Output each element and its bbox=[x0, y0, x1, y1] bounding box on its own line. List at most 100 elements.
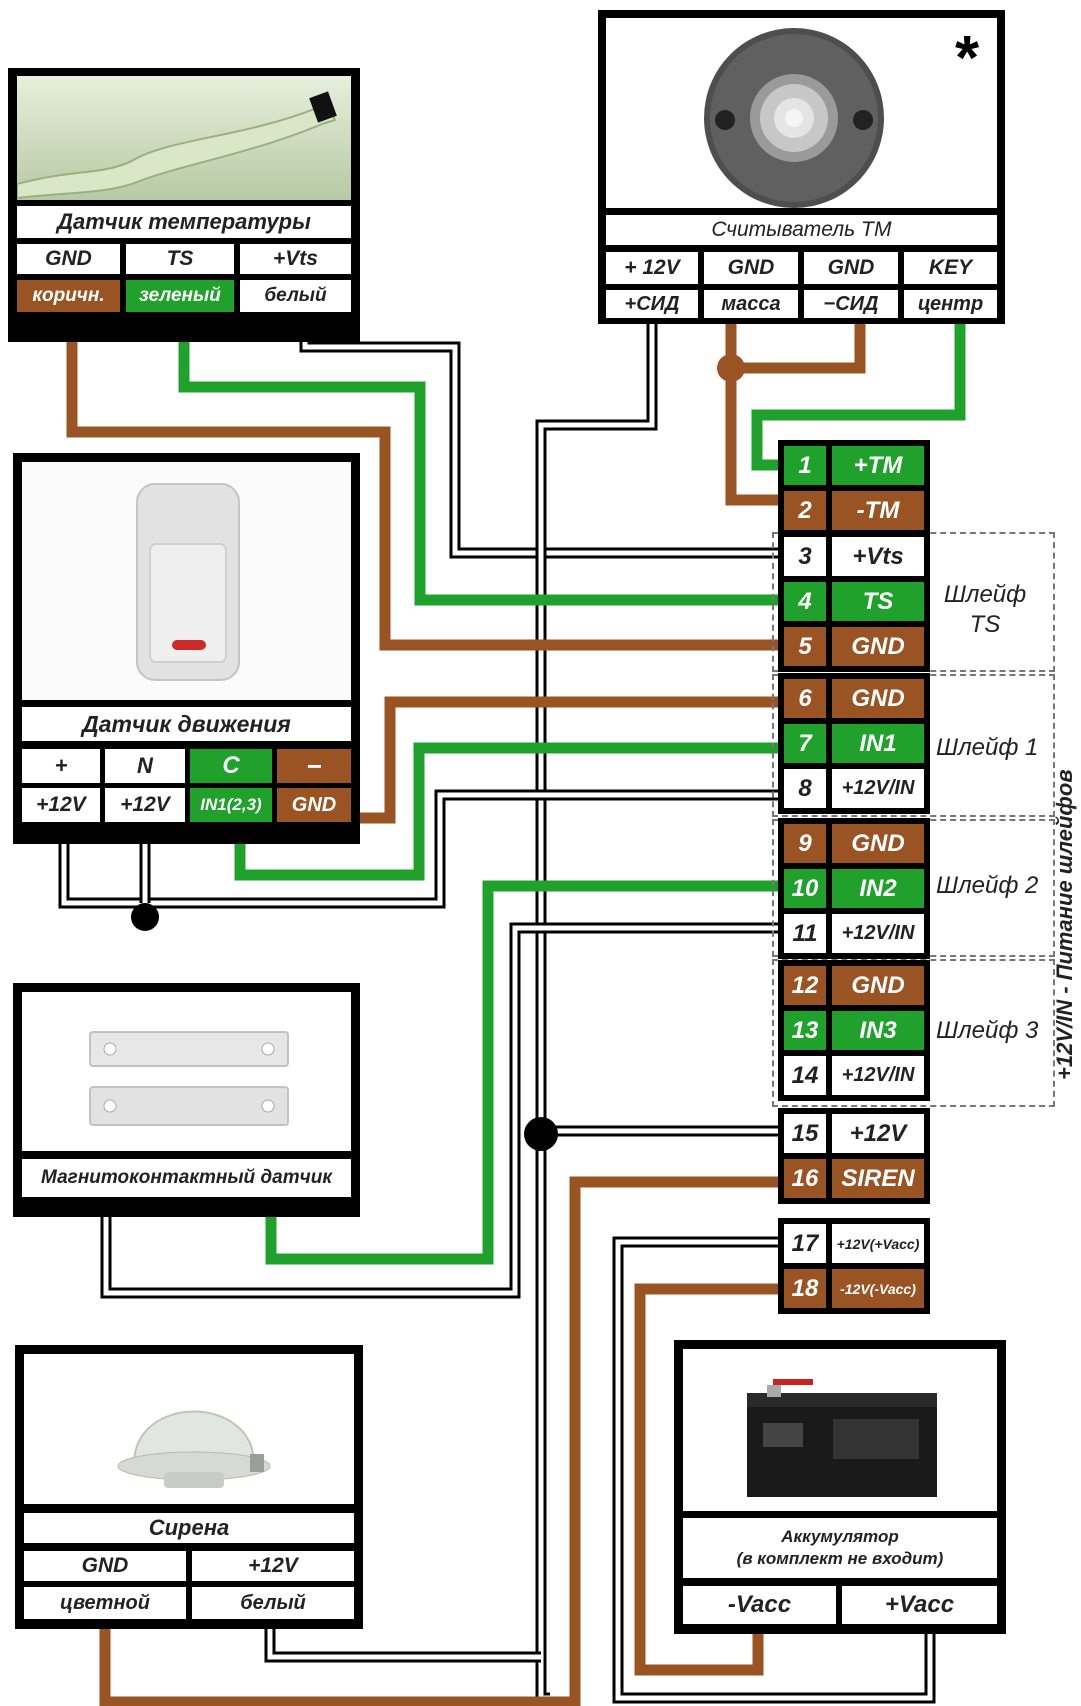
siren: Сирена GND +12V цветной белый bbox=[15, 1345, 363, 1629]
terminal-group: 17+12V(+Vacc)18-12V(-Vacc) bbox=[778, 1218, 930, 1314]
terminal-number: 13 bbox=[784, 1011, 826, 1050]
terminal-number: 12 bbox=[784, 966, 826, 1005]
battery-icon bbox=[747, 1379, 937, 1497]
terminal-label: +12V bbox=[832, 1114, 924, 1153]
reader-wire-led-minus: −СИД bbox=[804, 290, 898, 318]
reed-switch-icon bbox=[89, 1031, 289, 1126]
motion-pin-c: C bbox=[190, 749, 272, 783]
motion-pin-plus: + bbox=[22, 749, 100, 783]
motion-wire-12v-a: +12V bbox=[22, 788, 100, 822]
white-wires bbox=[58, 318, 936, 1704]
loop-power-label: +12V/IN - Питание шлейфов bbox=[1052, 769, 1077, 1080]
reader-pin-gnd-1: GND bbox=[704, 252, 798, 284]
terminal-label: TS bbox=[832, 582, 924, 621]
magnetic-sensor-title: Магнитоконтактный датчик bbox=[22, 1159, 351, 1197]
siren-pin-gnd: GND bbox=[24, 1551, 186, 1581]
group-ts-label-line1: Шлейф bbox=[943, 581, 1027, 608]
siren-wire-white: белый bbox=[192, 1587, 354, 1619]
tm-reader-title: Считыватель ТМ bbox=[606, 215, 997, 245]
green-wires bbox=[178, 322, 966, 1265]
terminal-number: 17 bbox=[784, 1224, 826, 1263]
motion-wire-in: IN1(2,3) bbox=[190, 788, 272, 822]
temp-wire-brown: коричн. bbox=[17, 280, 120, 312]
terminal-label: -TM bbox=[832, 491, 924, 530]
terminal-label: +12V(+Vacc) bbox=[832, 1224, 924, 1263]
motion-pin-n: N bbox=[105, 749, 185, 783]
battery-pin-plus: +Vacc bbox=[842, 1586, 997, 1624]
terminal-label: GND bbox=[832, 824, 924, 863]
brown-wires bbox=[66, 318, 866, 1706]
tm-reader: * Считыватель ТМ + 12V GND GND KEY +СИД … bbox=[598, 10, 1005, 324]
terminal-label: +Vts bbox=[832, 537, 924, 576]
group-ts-label: Шлейф TS bbox=[935, 580, 1035, 640]
terminal-label: IN2 bbox=[832, 869, 924, 908]
reader-wire-center: центр bbox=[904, 290, 997, 318]
terminal-number: 16 bbox=[784, 1159, 826, 1198]
group-loop-2-label: Шлейф 2 bbox=[936, 872, 1039, 899]
motion-sensor: Датчик движения + N C − +12V +12V IN1(2,… bbox=[13, 453, 360, 844]
terminal-label: +TM bbox=[832, 446, 924, 485]
temp-pin-vts: +Vts bbox=[240, 244, 351, 274]
temp-wire-green: зеленый bbox=[126, 280, 234, 312]
temp-wire-white: белый bbox=[240, 280, 351, 312]
asterisk-note: * bbox=[955, 24, 980, 93]
terminal-number: 3 bbox=[784, 537, 826, 576]
terminal-label: GND bbox=[832, 679, 924, 718]
reader-wire-mass: масса bbox=[704, 290, 798, 318]
terminal-label: GND bbox=[832, 966, 924, 1005]
temp-pin-ts: TS bbox=[126, 244, 234, 274]
terminal-number: 4 bbox=[784, 582, 826, 621]
battery: Аккумулятор (в комплект не входит) -Vacc… bbox=[674, 1340, 1006, 1634]
temperature-sensor: Датчик температуры GND TS +Vts коричн. з… bbox=[8, 68, 360, 342]
magnetic-contact-sensor: Магнитоконтактный датчик bbox=[13, 983, 360, 1217]
group-ts-label-line2: TS bbox=[969, 611, 1001, 638]
siren-pin-12v: +12V bbox=[192, 1551, 354, 1581]
terminal-number: 1 bbox=[784, 446, 826, 485]
battery-image bbox=[683, 1349, 997, 1511]
tm-reader-image bbox=[606, 18, 997, 208]
reader-pin-gnd-2: GND bbox=[804, 252, 898, 284]
terminal-label: -12V(-Vacc) bbox=[832, 1269, 924, 1308]
group-loop-1-label: Шлейф 1 bbox=[936, 734, 1039, 761]
terminal-number: 10 bbox=[784, 869, 826, 908]
temperature-probe-icon bbox=[17, 76, 351, 200]
battery-title: Аккумулятор (в комплект не входит) bbox=[683, 1518, 997, 1578]
temperature-sensor-title: Датчик температуры bbox=[17, 206, 351, 238]
terminal-number: 6 bbox=[784, 679, 826, 718]
terminal-number: 2 bbox=[784, 491, 826, 530]
battery-title-line1: Аккумулятор bbox=[781, 1526, 899, 1546]
terminal-label: +12V/IN bbox=[832, 914, 924, 953]
pir-sensor-icon bbox=[22, 462, 351, 700]
motion-wire-gnd: GND bbox=[277, 788, 351, 822]
group-loop-3-label: Шлейф 3 bbox=[936, 1017, 1039, 1044]
motion-pin-minus: − bbox=[277, 749, 351, 783]
terminal-number: 14 bbox=[784, 1056, 826, 1095]
battery-title-line2: (в комплект не входит) bbox=[736, 1549, 944, 1568]
terminal-number: 18 bbox=[784, 1269, 826, 1308]
siren-icon bbox=[117, 1410, 271, 1488]
terminal-label: SIREN bbox=[832, 1159, 924, 1198]
battery-pin-minus: -Vacc bbox=[683, 1586, 836, 1624]
temp-pin-gnd: GND bbox=[17, 244, 120, 274]
terminal-number: 11 bbox=[784, 914, 826, 953]
reader-wire-led-plus: +СИД bbox=[606, 290, 698, 318]
terminal-number: 7 bbox=[784, 724, 826, 763]
terminal-number: 9 bbox=[784, 824, 826, 863]
siren-image bbox=[24, 1354, 354, 1504]
terminal-number: 5 bbox=[784, 627, 826, 666]
motion-wire-12v-b: +12V bbox=[105, 788, 185, 822]
motion-sensor-title: Датчик движения bbox=[22, 707, 351, 741]
reader-pin-12v: + 12V bbox=[606, 252, 698, 284]
junction-dot bbox=[524, 1117, 558, 1151]
terminal-label: +12V/IN bbox=[832, 769, 924, 808]
terminal-label: GND bbox=[832, 627, 924, 666]
siren-title: Сирена bbox=[24, 1513, 354, 1543]
magnetic-sensor-image bbox=[22, 992, 351, 1151]
junction-dot bbox=[717, 354, 745, 382]
terminal-label: IN3 bbox=[832, 1011, 924, 1050]
junction-dot bbox=[131, 903, 159, 931]
